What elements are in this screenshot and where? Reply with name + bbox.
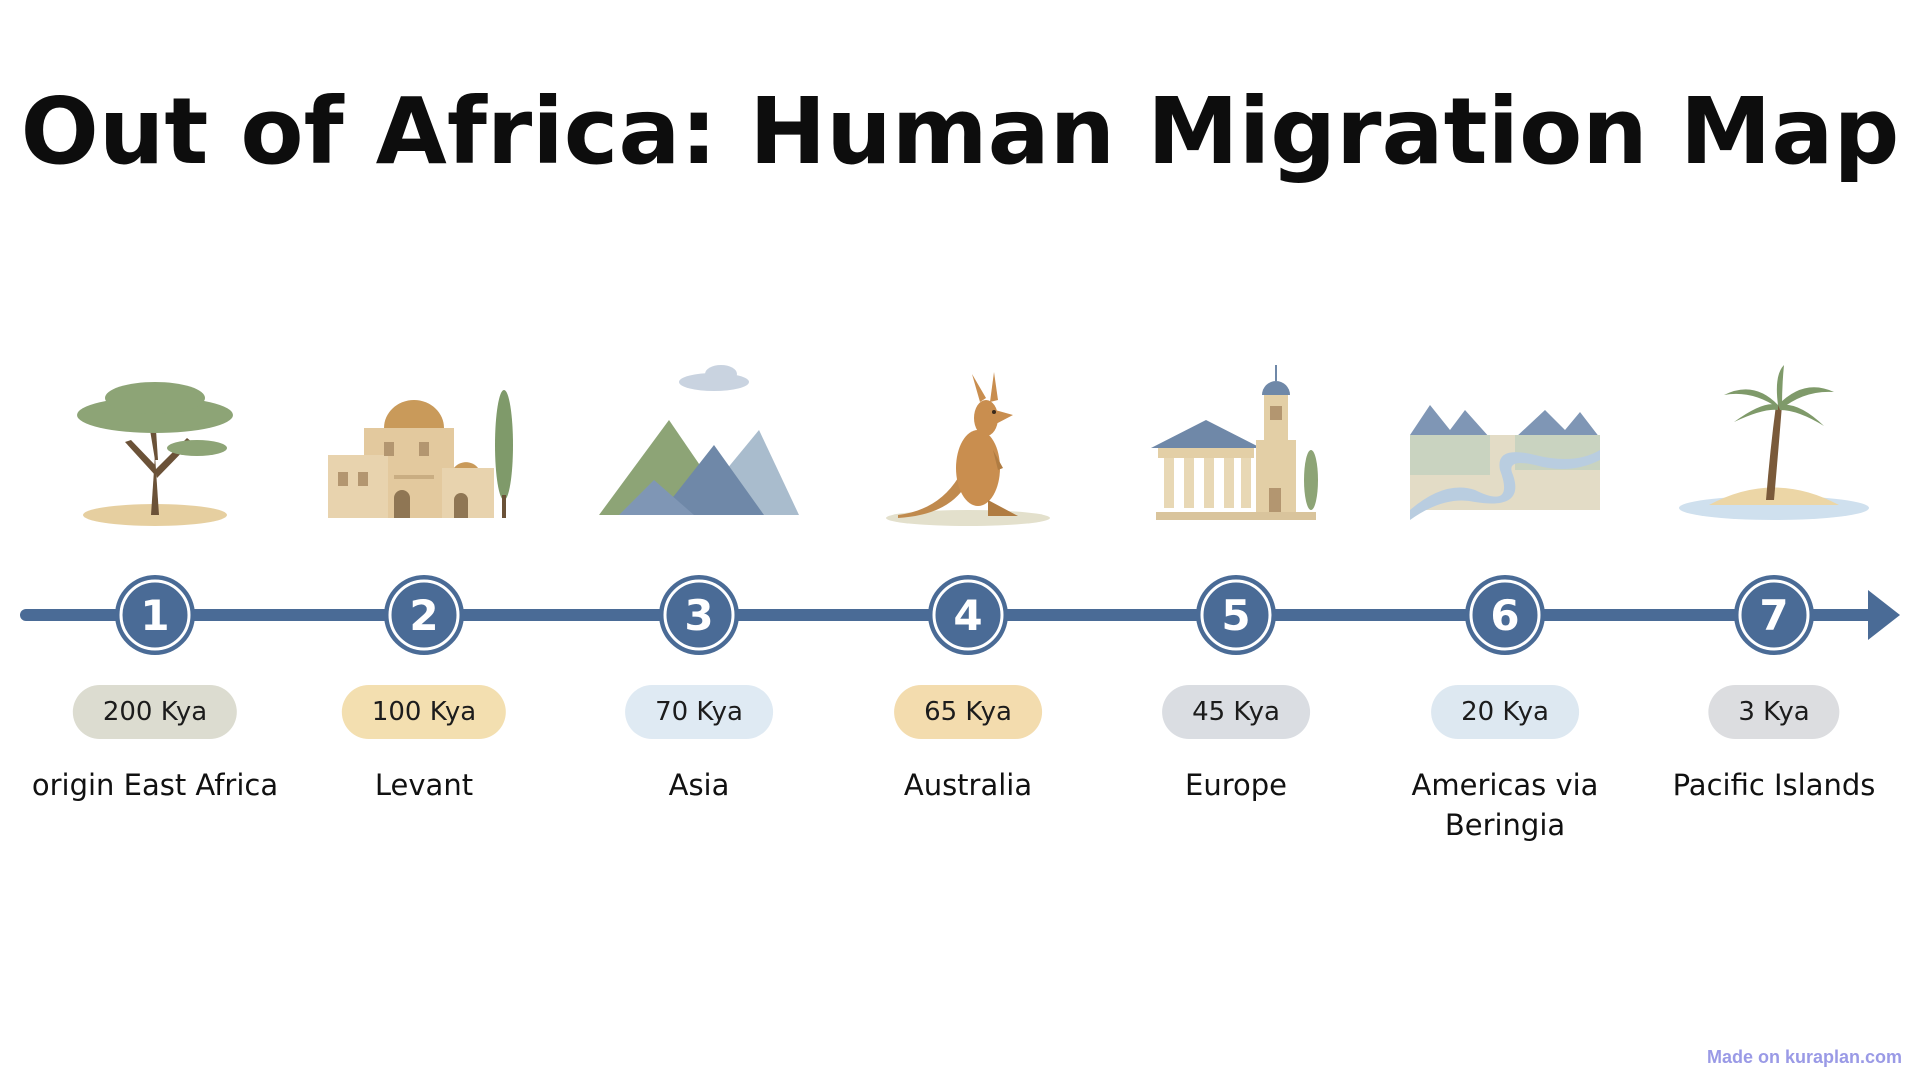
stop-3: 70 Kya Asia xyxy=(579,360,819,860)
kangaroo-icon xyxy=(886,372,1050,526)
watermark: Made on kuraplan.com xyxy=(1706,1047,1902,1067)
place-label: Australia xyxy=(903,768,1033,802)
time-badge: 45 Kya xyxy=(1162,685,1310,739)
stop-7: 3 Kya Pacific Islands xyxy=(1654,360,1894,860)
step-number: 5 xyxy=(1221,591,1250,640)
step-node-3: 3 xyxy=(659,575,739,655)
step-node-4: 4 xyxy=(928,575,1008,655)
step-node-6: 6 xyxy=(1465,575,1545,655)
mountains-icon xyxy=(599,365,799,515)
place-label: Americas via Beringia xyxy=(1411,768,1599,842)
timeline-nodes: 1 2 3 4 5 6 7 xyxy=(115,575,1814,655)
place-label: Levant xyxy=(374,768,474,802)
step-number: 2 xyxy=(409,591,438,640)
step-number: 6 xyxy=(1490,591,1519,640)
acacia-tree-icon xyxy=(77,382,233,526)
stop-5: 45 Kya Europe xyxy=(1116,360,1356,860)
place-label: Pacific Islands xyxy=(1672,768,1876,802)
stop-2: 100 Kya Levant xyxy=(304,360,544,860)
page-title: Out of Africa: Human Migration Map xyxy=(20,78,1900,185)
time-badge: 65 Kya xyxy=(894,685,1042,739)
step-number: 3 xyxy=(684,591,713,640)
step-node-2: 2 xyxy=(384,575,464,655)
place-label: Europe xyxy=(1185,768,1287,802)
step-number: 4 xyxy=(953,591,982,640)
timeline: 1 2 3 4 5 6 7 xyxy=(20,575,1900,655)
time-badge: 100 Kya xyxy=(341,685,507,739)
timeline-arrow-icon xyxy=(1868,590,1900,640)
place-label: Asia xyxy=(668,768,730,802)
time-badge: 70 Kya xyxy=(625,685,773,739)
place-label: origin East Africa xyxy=(31,768,279,802)
classical-building-icon xyxy=(1151,365,1318,520)
step-number: 7 xyxy=(1759,591,1788,640)
time-badge: 20 Kya xyxy=(1431,685,1579,739)
stop-4: 65 Kya Australia xyxy=(848,360,1088,860)
levant-village-icon xyxy=(328,390,513,518)
time-badge: 200 Kya xyxy=(72,685,238,739)
time-badge: 3 Kya xyxy=(1708,685,1840,739)
beringia-landscape-icon xyxy=(1410,405,1600,520)
stop-1: 200 Kya origin East Africa xyxy=(32,360,278,860)
palm-island-icon xyxy=(1679,365,1869,520)
step-node-7: 7 xyxy=(1734,575,1814,655)
stop-6: 20 Kya Americas via Beringia xyxy=(1385,360,1625,860)
step-number: 1 xyxy=(140,591,169,640)
step-node-1: 1 xyxy=(115,575,195,655)
step-node-5: 5 xyxy=(1196,575,1276,655)
